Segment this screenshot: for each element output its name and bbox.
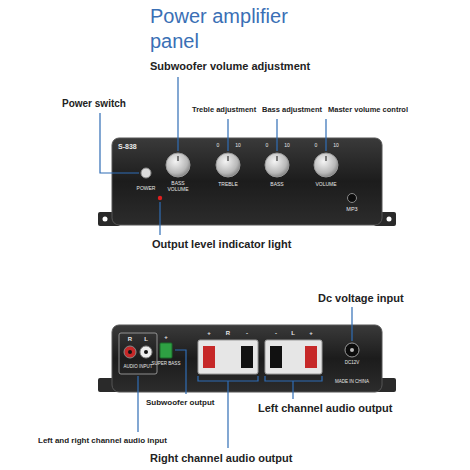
callout-label: Dc voltage input — [318, 292, 404, 305]
mp3-jack — [348, 194, 357, 203]
callout-label: Left channel audio output — [258, 402, 392, 415]
leader-line — [159, 202, 160, 235]
amplifier-body — [112, 325, 382, 392]
leader-line — [351, 307, 352, 341]
dc-jack — [345, 343, 359, 357]
leader-line — [227, 119, 228, 151]
indicator-led — [158, 196, 162, 200]
knob-pointer — [177, 156, 178, 161]
terminal-black — [270, 346, 282, 368]
scale-mark: 10 — [235, 143, 241, 149]
channel-mark: R — [128, 336, 132, 343]
callout-label: Output level indicator light — [152, 238, 291, 251]
callout-label: Bass adjustment — [262, 106, 322, 115]
leader-line — [276, 119, 277, 151]
scale-mark: 10 — [333, 143, 339, 149]
panel-marking: TREBLE — [218, 182, 237, 188]
callout-label: Treble adjustment — [192, 106, 256, 115]
power-button — [141, 168, 151, 178]
scale-mark: 0 — [217, 143, 220, 149]
leader-line — [227, 381, 228, 448]
amplifier-body — [112, 138, 382, 225]
flange-hole — [387, 217, 392, 222]
knob-pointer — [325, 156, 326, 161]
terminal-black — [241, 346, 253, 368]
callout-label: Subwoofer output — [146, 398, 214, 407]
rca-jack — [124, 346, 136, 358]
scale-mark: 0 — [315, 143, 318, 149]
panel-marking: MADE IN CHINA — [335, 379, 369, 384]
callout-label: Subwoofer volume adjustment — [150, 60, 310, 73]
panel-marking: DC12V — [345, 360, 360, 365]
polarity-mark: - — [246, 330, 248, 337]
panel-marking: BASS VOLUME — [164, 181, 192, 193]
panel-marking: MP3 — [346, 206, 357, 212]
rca-pin — [128, 350, 132, 354]
leader-line — [137, 376, 138, 432]
terminal-red — [203, 346, 215, 368]
channel-mark: L — [291, 330, 295, 337]
bracket — [198, 376, 258, 381]
speaker-terminal-block — [265, 340, 322, 374]
leader-lines — [100, 77, 352, 448]
knob-pointer — [276, 156, 277, 161]
rca-jack — [140, 346, 152, 358]
diagram-title: Power amplifier panel — [150, 4, 320, 54]
leader-line — [325, 119, 326, 151]
knob-pointer — [227, 156, 228, 161]
model-number: S-838 — [118, 143, 137, 151]
input-frame — [119, 333, 157, 374]
channel-mark: L — [144, 336, 148, 343]
subwoofer-terminal — [160, 343, 172, 358]
panel-marking: POWER — [137, 186, 156, 192]
knob — [166, 153, 190, 177]
panel-marking: AUDIO INPUT — [123, 364, 152, 369]
panel-marking: BASS — [270, 182, 283, 188]
terminal-red — [305, 346, 317, 368]
panel-marking: SUPER BASS — [152, 361, 181, 366]
channel-mark: R — [226, 330, 230, 337]
knob — [314, 153, 338, 177]
panel-marking: VOLUME — [315, 182, 336, 188]
leader-line — [175, 350, 186, 394]
leader-line — [292, 381, 293, 399]
dc-pin — [350, 348, 354, 352]
callout-label: Left and right channel audio input — [38, 436, 167, 445]
callout-label: Master volume control — [328, 106, 408, 115]
polarity-mark: + — [309, 330, 313, 337]
speaker-terminal-block — [198, 340, 258, 374]
flange-hole — [103, 217, 108, 222]
callout-label: Power switch — [62, 98, 126, 110]
leader-line — [177, 77, 178, 151]
back-panel — [98, 325, 396, 392]
rca-pin — [144, 350, 148, 354]
knob — [216, 153, 240, 177]
front-panel — [98, 138, 396, 226]
polarity-mark: + — [207, 330, 211, 337]
bracket — [265, 376, 322, 381]
scale-mark: 0 — [266, 143, 269, 149]
polarity-mark: + — [164, 334, 168, 341]
knob — [265, 153, 289, 177]
scale-mark: 10 — [284, 143, 290, 149]
callout-label: Right channel audio output — [150, 452, 292, 465]
polarity-mark: - — [275, 330, 277, 337]
leader-line — [100, 113, 139, 173]
